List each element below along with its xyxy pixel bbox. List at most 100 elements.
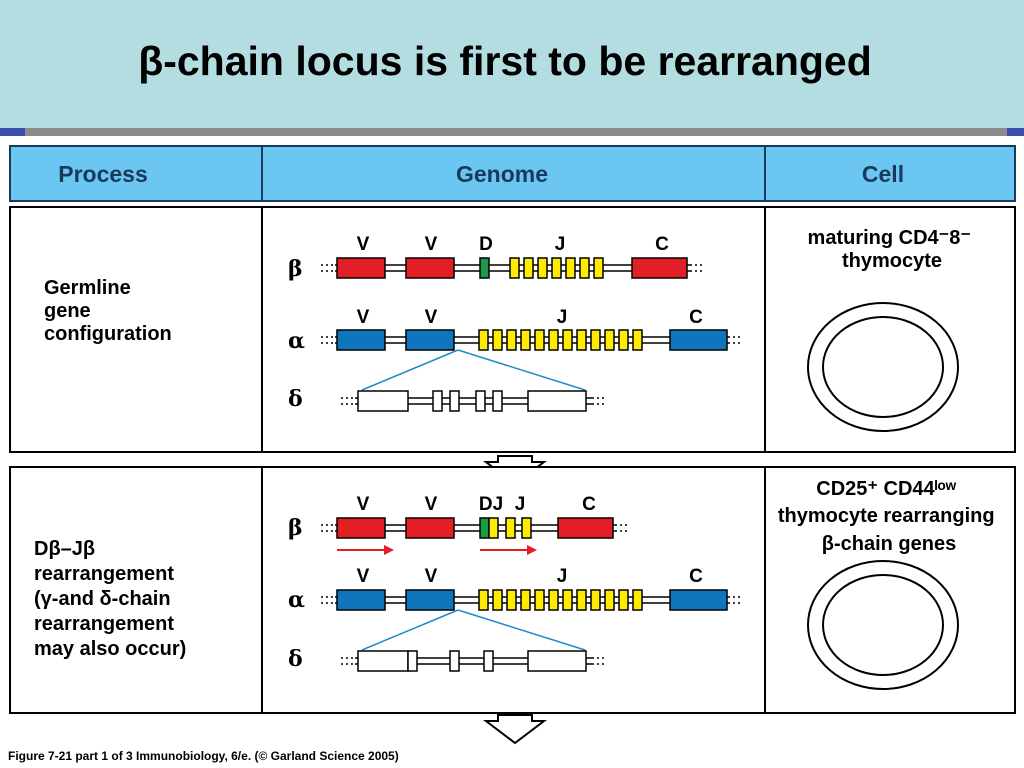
stage1-alpha-label-v2: V (425, 307, 438, 328)
stage1-delta-j-segment (492, 390, 503, 412)
cell-ring-icon (807, 560, 959, 690)
stage1-alpha-c-segment (669, 329, 728, 351)
gene-tracks (321, 257, 740, 672)
stage2-beta-label-j: J (515, 494, 526, 515)
stage2-process-text: Dβ–Jβ rearrangement (γ-and δ-chain rearr… (34, 538, 186, 660)
stage1-beta-v-segment (336, 257, 386, 279)
stage2-delta-symbol: δ (288, 646, 303, 672)
stage2-beta-label-v1: V (357, 494, 370, 515)
rearrangement-arrow-icon (527, 545, 537, 555)
stage2-beta-label-v2: V (425, 494, 438, 515)
stage2-beta-j-segment (488, 517, 499, 539)
stage2-beta-label-dj: DJ (479, 494, 503, 515)
stage1-alpha-j-segment (632, 329, 643, 351)
stage1-beta-label-v1: V (357, 234, 370, 255)
stage2-alpha-j-segment (492, 589, 503, 611)
stage1-alpha-j-segment (618, 329, 629, 351)
stage1-delta-j-segment (475, 390, 486, 412)
stage1-beta-j-segment (565, 257, 576, 279)
stage2-alpha-label-c: C (689, 566, 703, 587)
stage2-delta-c-segment (527, 650, 587, 672)
stage2-delta-link-line (361, 609, 459, 651)
stage2-alpha-j-segment (520, 589, 531, 611)
stage2-alpha-j-segment (506, 589, 517, 611)
stage1-alpha-j-segment (478, 329, 489, 351)
stage2-alpha-j-segment (548, 589, 559, 611)
stage2-alpha-j-segment (604, 589, 615, 611)
stage1-beta-v-segment (405, 257, 455, 279)
stage2-alpha-v-segment (405, 589, 455, 611)
stage2-alpha-j-segment (632, 589, 643, 611)
stage1-delta-c-segment (527, 390, 587, 412)
stage1-alpha-j-segment (492, 329, 503, 351)
stage1-beta-j-segment (509, 257, 520, 279)
stage1-alpha-j-segment (590, 329, 601, 351)
stage2-alpha-j-segment (534, 589, 545, 611)
stage1-beta-j-segment (537, 257, 548, 279)
stage1-alpha-j-segment (604, 329, 615, 351)
stage1-alpha-j-segment (562, 329, 573, 351)
stage1-alpha-v-segment (336, 329, 386, 351)
stage1-delta-v-segment (357, 390, 409, 412)
stage1-alpha-symbol: α (288, 328, 305, 354)
stage1-cell-text: maturing CD4⁻8⁻ thymocyte (808, 227, 977, 272)
stage1-beta-label-j: J (555, 234, 566, 255)
stage1-beta-d-segment (479, 257, 490, 279)
stage1-beta-c-segment (631, 257, 688, 279)
title-rule-inner (25, 128, 1007, 136)
stage2-alpha-c-segment (669, 589, 728, 611)
stage2-alpha-j-segment (478, 589, 489, 611)
stage1-beta-label-v2: V (425, 234, 438, 255)
stage1-beta-j-segment (523, 257, 534, 279)
stage2-alpha-j-segment (590, 589, 601, 611)
stage2-alpha-j-segment (618, 589, 629, 611)
stage2-beta-v-segment (336, 517, 386, 539)
stage1-alpha-j-segment (520, 329, 531, 351)
stage1-alpha-j-segment (506, 329, 517, 351)
figure: Process Genome Cell Germline gene config… (9, 145, 1016, 745)
stage2-beta-c-segment (557, 517, 614, 539)
stage2-delta-j-segment (483, 650, 494, 672)
stage1-alpha-label-j: J (557, 307, 568, 328)
rearrangement-arrow-icon (384, 545, 394, 555)
stage2-beta-v-segment (405, 517, 455, 539)
header-genome: Genome (456, 161, 548, 187)
stage2-beta-label-c: C (582, 494, 596, 515)
stage2-alpha-symbol: α (288, 587, 305, 613)
stage1-delta-d-segment (449, 390, 460, 412)
header-cell: Cell (862, 161, 904, 187)
stage1-alpha-label-v1: V (357, 307, 370, 328)
title-bar (0, 0, 1024, 128)
stage2-delta-v-segment (357, 650, 409, 672)
stage2-beta-j-segment (521, 517, 532, 539)
stage2-delta-v-segment (407, 650, 418, 672)
cell-ring-icon (807, 302, 959, 432)
figure-caption: Figure 7-21 part 1 of 3 Immunobiology, 6… (8, 749, 399, 763)
stage1-alpha-j-segment (548, 329, 559, 351)
stage2-alpha-j-segment (562, 589, 573, 611)
stage1-alpha-j-segment (534, 329, 545, 351)
down-arrow-icon (483, 714, 547, 745)
stage1-delta-link-line (457, 349, 586, 391)
stage2-beta-d-segment (479, 517, 490, 539)
stage2-beta-j-segment (505, 517, 516, 539)
stage2-delta-d-segment (449, 650, 460, 672)
stage1-delta-link-line (361, 349, 459, 391)
header-process: Process (58, 161, 148, 187)
stage2-alpha-label-v1: V (357, 566, 370, 587)
stage1-process-text: Germline gene configuration (44, 277, 172, 345)
stage2-alpha-v-segment (336, 589, 386, 611)
stage1-alpha-v-segment (405, 329, 455, 351)
stage2-alpha-j-segment (576, 589, 587, 611)
stage2-alpha-label-j: J (557, 566, 568, 587)
stage1-beta-label-d: D (479, 234, 493, 255)
stage1-beta-label-c: C (655, 234, 669, 255)
stage2-beta-symbol: β (288, 515, 303, 541)
slide-title: β-chain locus is first to be rearranged (138, 38, 872, 84)
header-row (9, 145, 1016, 202)
stage1-beta-j-segment (593, 257, 604, 279)
stage1-beta-j-segment (579, 257, 590, 279)
stage1-delta-symbol: δ (288, 386, 303, 412)
stage2-alpha-label-v2: V (425, 566, 438, 587)
stage1-beta-symbol: β (288, 256, 303, 282)
